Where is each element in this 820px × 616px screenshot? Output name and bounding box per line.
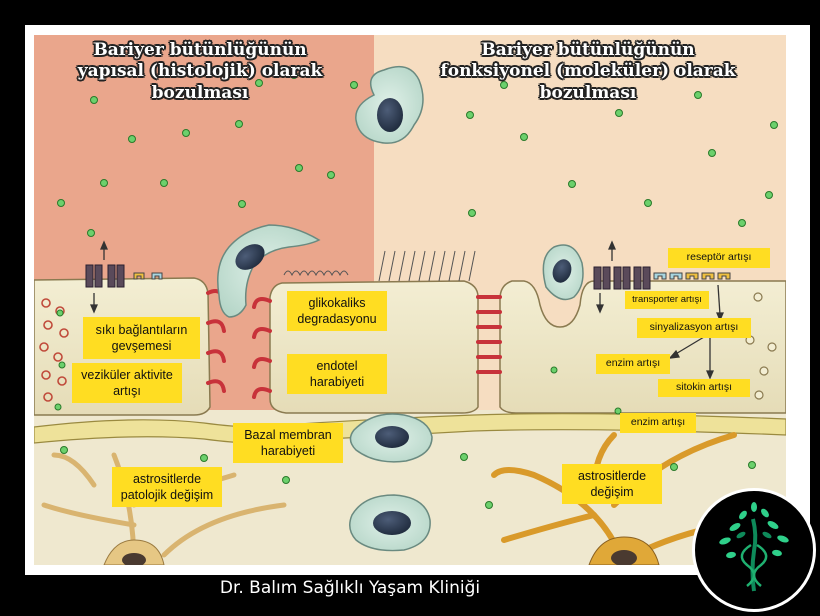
label-line: veziküler aktivite (81, 367, 173, 382)
receptors (133, 272, 731, 280)
label-vesicular: veziküler aktivite artışı (72, 363, 182, 403)
label-tight-junction: sıkı bağlantıların gevşemesi (83, 317, 200, 359)
label-cytokine: sitokin artışı (658, 379, 750, 397)
title-structural-line: bozulması (151, 82, 249, 103)
blood-cell-right (542, 244, 584, 301)
label-basal-membrane: Bazal membran harabiyeti (233, 423, 343, 463)
label-line: değişim (590, 485, 634, 499)
label-line: Bazal membran (244, 427, 332, 442)
tree-logo-icon (719, 502, 789, 592)
blood-cell-migrating (217, 224, 321, 318)
label-line: degradasyonu (297, 312, 377, 326)
vesicles (39, 298, 69, 402)
label-astro-left: astrositlerde patolojik değişim (112, 467, 222, 507)
label-signaling: sinyalizasyon artışı (637, 318, 751, 338)
label-line: gevşemesi (111, 339, 172, 353)
astrocyte-left-body (103, 539, 165, 565)
label-transporter: transporter artışı (625, 291, 709, 309)
label-line: artışı (113, 384, 141, 398)
transporters-left (85, 264, 125, 288)
title-structural-line: yapısal (histolojik) olarak (77, 61, 323, 82)
footer-clinic-name: Dr. Balım Sağlıklı Yaşam Kliniği (219, 578, 481, 598)
label-line: harabiyeti (309, 375, 365, 389)
title-structural-line: Bariyer bütünlüğünün (93, 40, 307, 60)
title-functional: Bariyer bütünlüğünün fonksiyonel (molekü… (408, 40, 768, 104)
label-line: sıkı bağlantıların (95, 322, 188, 337)
logo-badge (692, 488, 816, 612)
title-functional-line: fonksiyonel (moleküler) olarak (440, 61, 736, 82)
astrocyte-left-nucleus (122, 553, 146, 565)
label-line: astrositlerde (132, 471, 202, 486)
label-line: endotel (316, 358, 358, 373)
astrocyte-right-nucleus (611, 550, 637, 565)
label-line: harabiyeti (260, 444, 316, 458)
title-structural: Bariyer bütünlüğünün yapısal (histolojik… (40, 40, 360, 104)
blood-cell-top (355, 65, 424, 144)
label-astro-right: astrositlerde değişim (562, 464, 662, 504)
title-functional-line: bozulması (539, 82, 637, 103)
glycocalyx (283, 250, 476, 282)
label-line: glikokaliks (308, 295, 366, 310)
label-enzyme-1: enzim artışı (596, 354, 670, 374)
signal-arrows (90, 240, 724, 380)
label-endothelial: endotel harabiyeti (287, 354, 387, 394)
blood-cell-bottom (349, 494, 431, 552)
tight-junction (476, 295, 502, 374)
title-functional-line: Bariyer bütünlüğünün (481, 40, 695, 60)
label-glycocalyx: glikokaliks degradasyonu (287, 291, 387, 331)
vesicles-right (745, 292, 777, 400)
pericyte (349, 413, 433, 463)
label-line: astrositlerde (577, 468, 647, 483)
label-enzyme-2: enzim artışı (620, 413, 696, 433)
label-line: patolojik değişim (120, 488, 214, 502)
label-receptor: reseptör artışı (668, 248, 770, 268)
transporters-right (593, 266, 651, 290)
